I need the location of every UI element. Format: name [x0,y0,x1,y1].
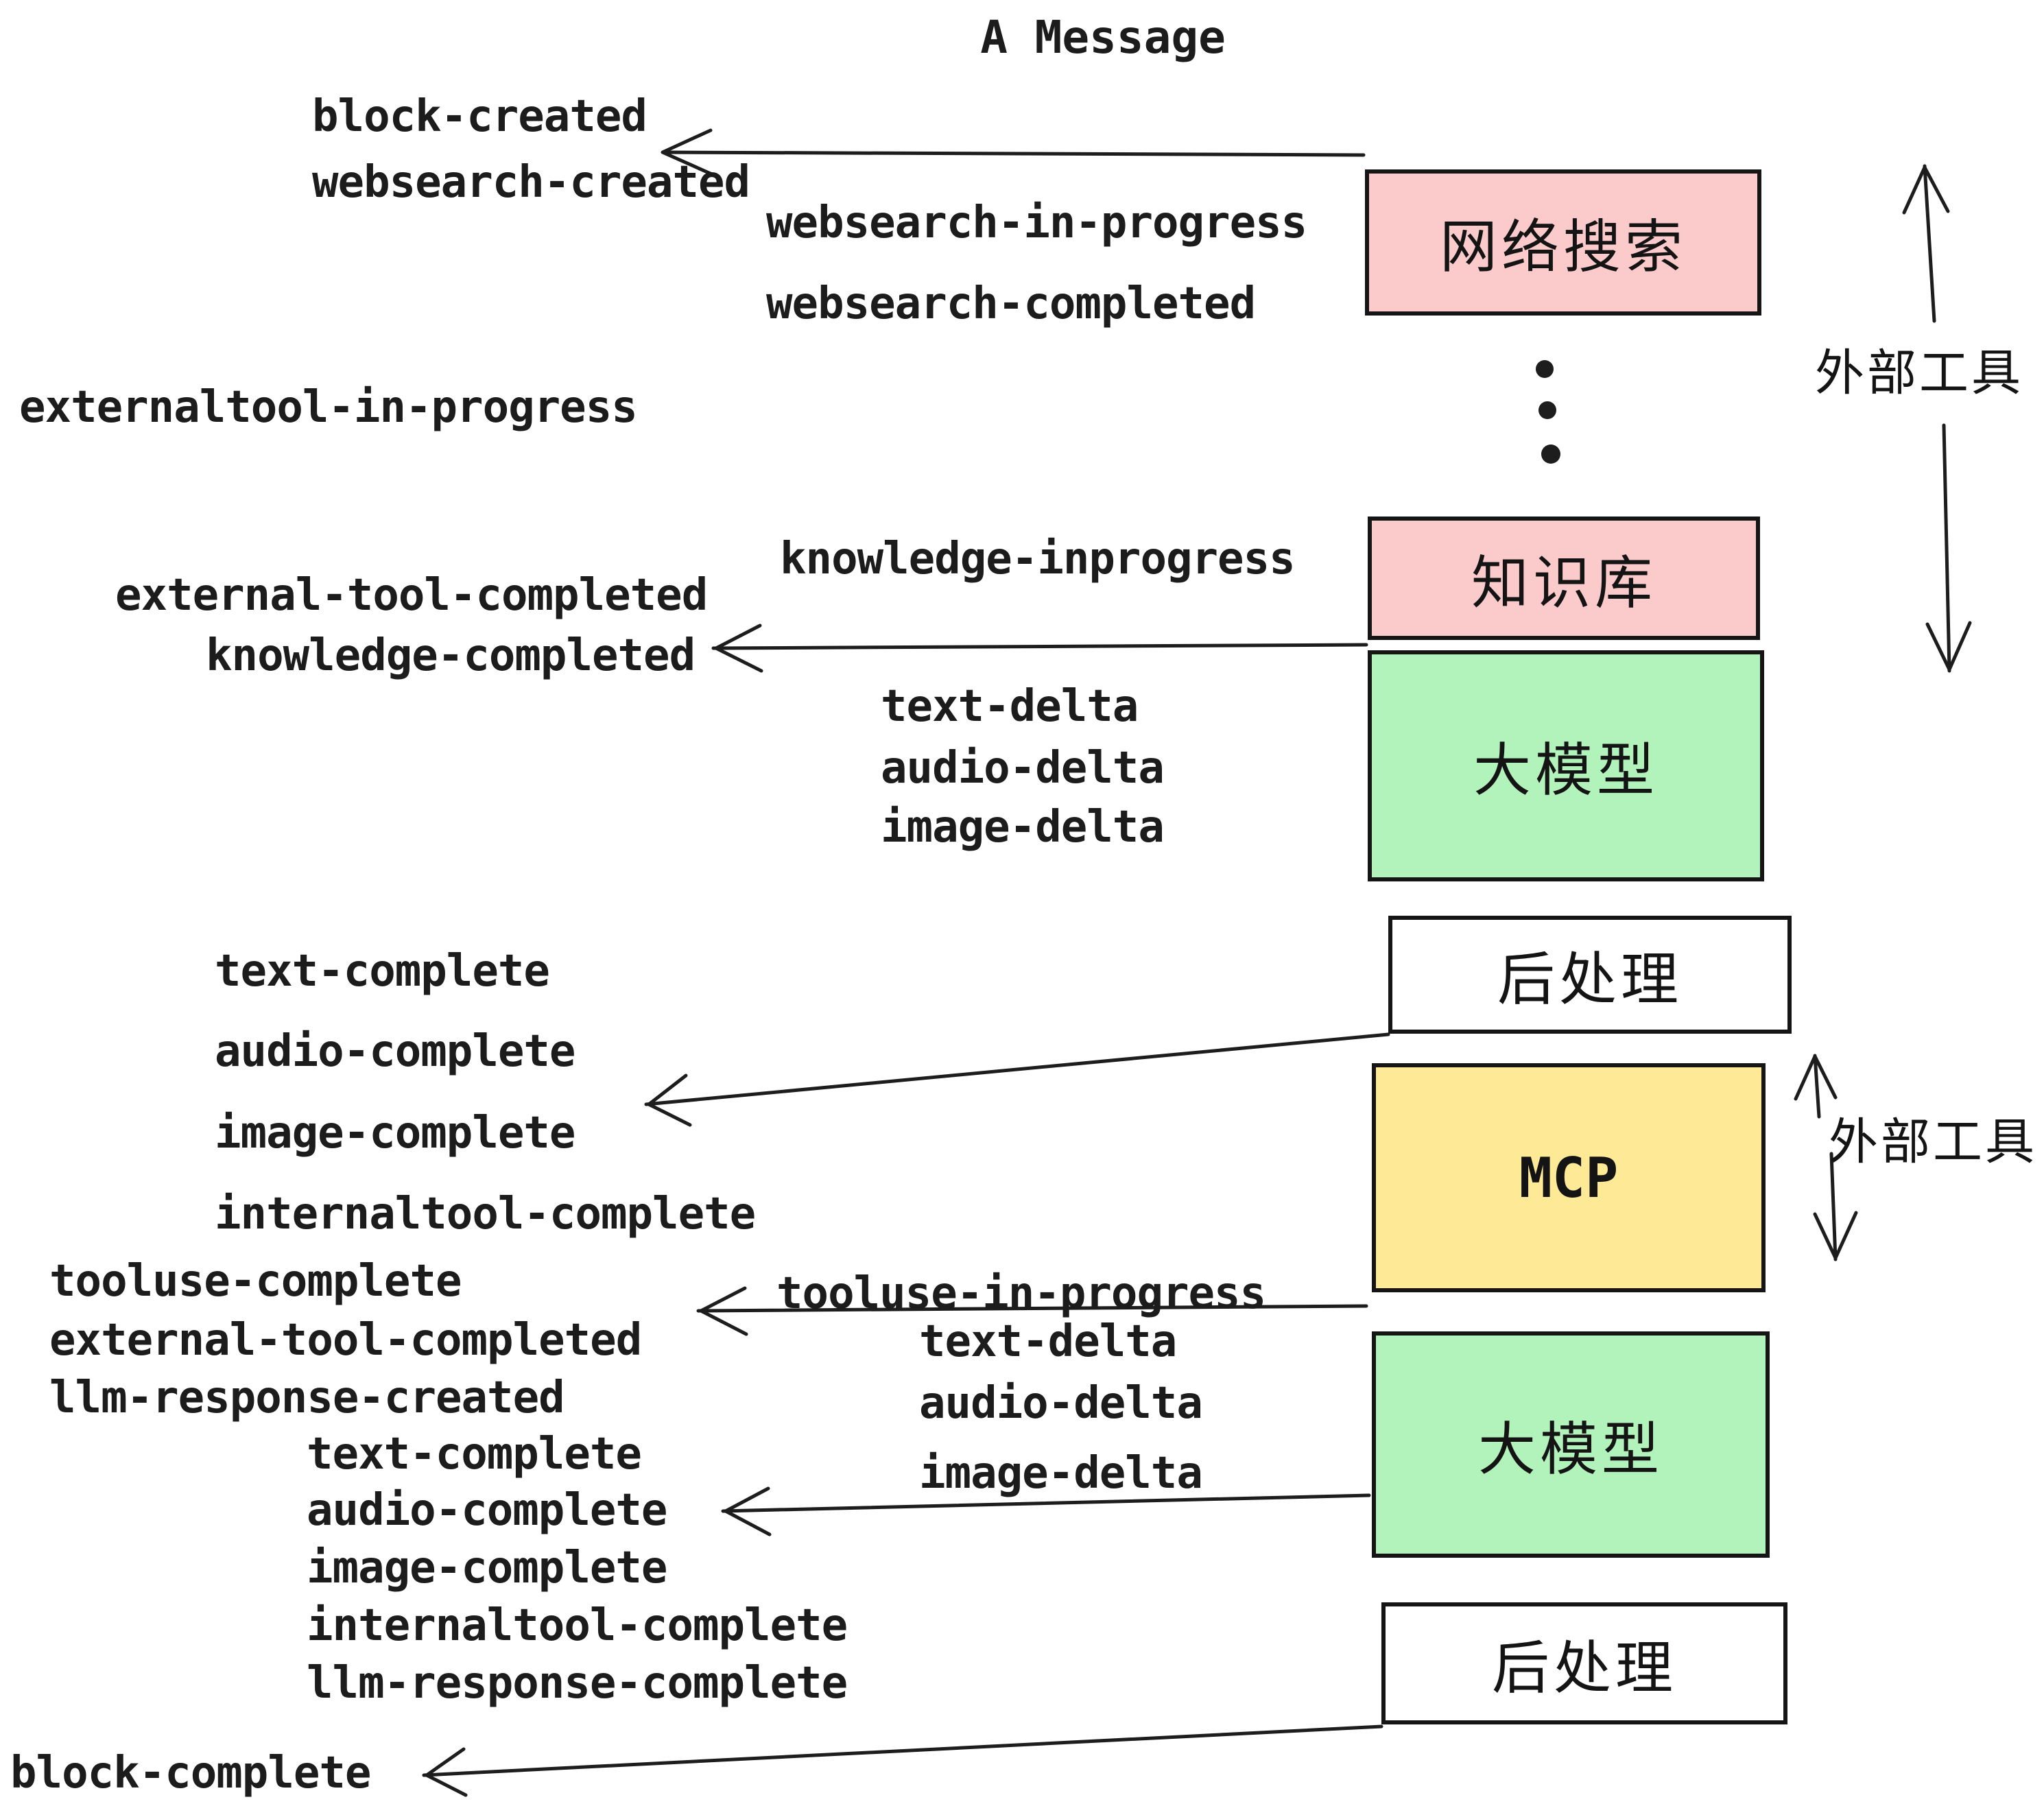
event-text-complete-1: text-complete [215,946,550,997]
event-audio-delta-1: audio-delta [881,743,1165,794]
arrowhead-to-audio-complete [724,1486,772,1536]
event-audio-complete-1: audio-complete [215,1026,575,1077]
event-image-delta-2: image-delta [919,1448,1203,1499]
external-tools-top-up-arrow [1923,164,1936,323]
arrow-to-tooluse-complete [696,1304,1368,1313]
external-tools-mcp-down-arrow [1829,1152,1838,1261]
event-image-complete-1: image-complete [215,1108,575,1159]
box-llm-1-label: 大模型 [1473,737,1659,804]
box-mcp-label: MCP [1519,1146,1619,1210]
arrow-to-block-complete [422,1724,1383,1777]
box-postprocess-2-label: 后处理 [1491,1634,1677,1702]
event-websearch-completed: websearch-completed [766,278,1256,329]
event-block-complete: block-complete [10,1748,371,1799]
external-tools-mcp-down-arrowhead [1813,1211,1858,1260]
arrowhead-to-block-complete [425,1747,468,1797]
event-tooluse-complete: tooluse-complete [49,1256,462,1307]
box-knowledge-label: 知识库 [1471,549,1656,617]
external-tools-mcp-label: 外部工具 [1828,1113,2038,1171]
event-block-created: block-created [312,91,647,142]
event-image-complete-2: image-complete [307,1543,667,1593]
external-tools-mcp-up-arrow [1813,1054,1821,1119]
box-postprocess-2: 后处理 [1381,1602,1787,1724]
event-websearch-in-progress: websearch-in-progress [766,198,1307,248]
box-websearch: 网络搜索 [1365,169,1761,316]
arrowhead-to-image-complete [647,1073,692,1127]
box-knowledge: 知识库 [1368,517,1760,640]
box-mcp: MCP [1372,1063,1766,1292]
event-llm-response-complete: llm-response-complete [307,1658,848,1709]
arrowhead-to-websearch-created [661,128,714,176]
event-image-delta-1: image-delta [881,802,1165,853]
arrowhead-to-tooluse-complete [699,1286,748,1336]
ellipsis-dots [1536,360,1560,464]
page-title: A Message [980,11,1226,64]
event-text-complete-2: text-complete [307,1429,642,1480]
box-llm-1: 大模型 [1368,650,1764,881]
external-tools-top-down-arrow [1942,423,1951,673]
arrow-to-knowledge-completed [711,643,1368,650]
external-tools-top-down-arrowhead [1925,621,1972,672]
box-llm-2-label: 大模型 [1477,1415,1663,1483]
external-tools-top-up-arrowhead [1902,165,1950,215]
event-external-tool-completed-2: external-tool-completed [49,1315,642,1366]
event-text-delta-2: text-delta [919,1316,1177,1367]
event-knowledge-completed: knowledge-completed [206,630,696,681]
external-tools-top-label: 外部工具 [1814,344,2024,402]
arrow-to-image-complete [644,1032,1390,1106]
event-llm-response-created: llm-response-created [49,1373,565,1423]
event-tooluse-in-progress: tooluse-in-progress [776,1268,1266,1319]
box-llm-2: 大模型 [1372,1331,1770,1558]
event-audio-delta-2: audio-delta [919,1378,1203,1429]
event-audio-complete-2: audio-complete [307,1485,667,1536]
event-internaltool-complete-1: internaltool-complete [215,1189,756,1239]
event-externaltool-in-progress: externaltool-in-progress [19,382,638,433]
arrow-to-audio-complete [721,1493,1371,1513]
event-text-delta-1: text-delta [881,681,1139,732]
event-external-tool-completed: external-tool-completed [115,570,708,621]
event-internaltool-complete-2: internaltool-complete [307,1600,848,1651]
arrow-to-websearch-created [662,150,1366,157]
box-postprocess-1: 后处理 [1388,916,1792,1034]
event-websearch-created: websearch-created [312,157,750,208]
external-tools-mcp-up-arrowhead [1794,1054,1838,1101]
arrowhead-to-knowledge-completed [714,624,763,673]
box-postprocess-1-label: 后处理 [1497,945,1683,1013]
event-knowledge-inprogress: knowledge-inprogress [780,534,1296,584]
box-websearch-label: 网络搜索 [1439,213,1687,281]
